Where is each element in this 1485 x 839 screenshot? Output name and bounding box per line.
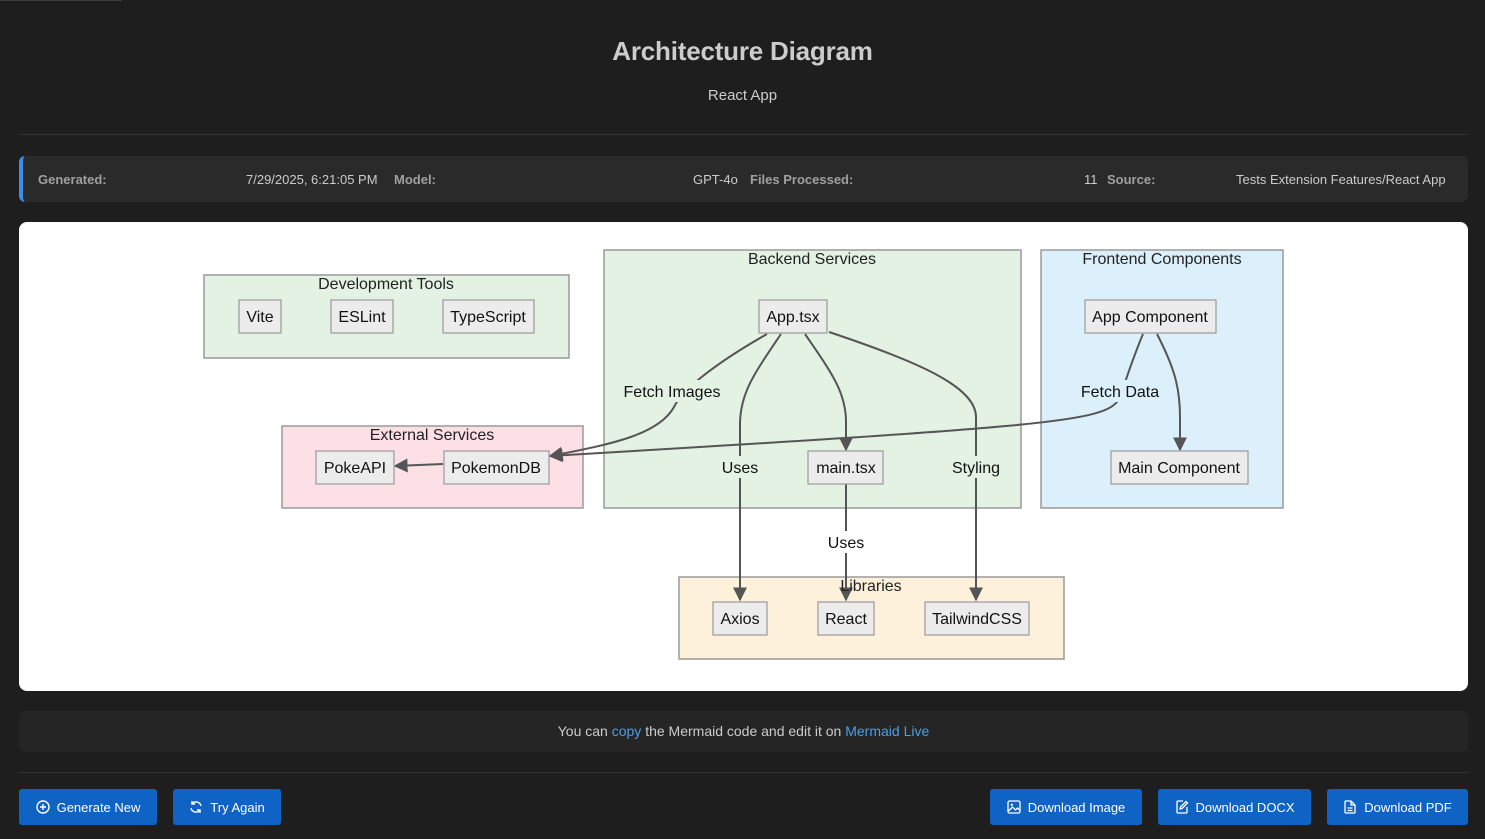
top-divider xyxy=(0,0,122,1)
edge-app-to-tailwind xyxy=(828,331,983,602)
download-pdf-label: Download PDF xyxy=(1364,799,1452,815)
node-main-tsx: main.tsx xyxy=(807,450,884,485)
group-label-backend-services: Backend Services xyxy=(748,251,876,268)
edge-label-styling: Styling xyxy=(952,460,1000,477)
try-again-button[interactable]: Try Again xyxy=(173,789,281,825)
image-icon xyxy=(1007,800,1021,814)
files-processed-value: 11 xyxy=(1084,172,1098,187)
source-label: Source: xyxy=(1107,172,1156,187)
note-middle: the Mermaid code and edit it on xyxy=(645,723,842,739)
page-subtitle: React App xyxy=(707,87,778,104)
diagram-canvas: Development Tools Backend Services Front… xyxy=(19,222,1468,691)
footer-divider xyxy=(19,772,1468,773)
copy-link[interactable]: copy xyxy=(611,723,642,739)
node-eslint: ESLint xyxy=(330,299,394,334)
edge-pokemondb-to-pokeapi xyxy=(393,458,444,473)
files-processed-label: Files Processed: xyxy=(750,172,854,187)
page-header: Architecture Diagram React App xyxy=(0,36,1485,104)
edge-label-uses-react: Uses xyxy=(828,535,864,552)
svg-text:React: React xyxy=(825,611,867,628)
svg-text:PokemonDB: PokemonDB xyxy=(451,460,541,477)
node-vite: Vite xyxy=(238,299,282,334)
edge-app-to-main xyxy=(804,333,853,452)
note-prefix: You can xyxy=(557,723,608,739)
svg-text:Axios: Axios xyxy=(720,611,759,628)
svg-text:TypeScript: TypeScript xyxy=(450,309,526,326)
download-docx-button[interactable]: Download DOCX xyxy=(1158,789,1311,825)
node-pokeapi: PokeAPI xyxy=(315,450,395,485)
svg-text:Main Component: Main Component xyxy=(1118,460,1240,477)
page-title: Architecture Diagram xyxy=(612,36,873,66)
model-value: GPT-4o xyxy=(693,172,738,187)
file-text-icon xyxy=(1344,800,1356,814)
download-docx-label: Download DOCX xyxy=(1195,799,1295,815)
svg-text:PokeAPI: PokeAPI xyxy=(324,460,386,477)
edge-label-uses-axios: Uses xyxy=(722,460,758,477)
node-typescript: TypeScript xyxy=(442,299,535,334)
edge-app-to-pokemondb xyxy=(548,333,768,461)
node-app-tsx: App.tsx xyxy=(758,299,828,334)
group-label-external-services: External Services xyxy=(370,427,495,444)
download-image-label: Download Image xyxy=(1027,799,1126,815)
svg-text:Vite: Vite xyxy=(246,309,273,326)
header-divider xyxy=(19,134,1468,135)
svg-text:main.tsx: main.tsx xyxy=(816,460,876,477)
model-label: Model: xyxy=(394,172,436,187)
group-label-development-tools: Development Tools xyxy=(318,276,454,293)
generated-label: Generated: xyxy=(38,172,107,187)
node-pokemondb: PokemonDB xyxy=(443,450,550,485)
svg-text:ESLint: ESLint xyxy=(338,309,386,326)
download-pdf-button[interactable]: Download PDF xyxy=(1327,789,1468,825)
source-value: Tests Extension Features/React App xyxy=(1236,172,1446,187)
edit-document-icon xyxy=(1175,800,1188,814)
group-label-frontend-components: Frontend Components xyxy=(1082,251,1241,268)
group-label-libraries: Libraries xyxy=(840,578,901,595)
svg-text:TailwindCSS: TailwindCSS xyxy=(932,611,1022,628)
node-tailwindcss: TailwindCSS xyxy=(924,601,1030,636)
mermaid-live-link[interactable]: Mermaid Live xyxy=(845,723,930,739)
refresh-icon xyxy=(190,801,202,813)
generated-value: 7/29/2025, 6:21:05 PM xyxy=(246,172,378,187)
download-image-button[interactable]: Download Image xyxy=(990,789,1142,825)
edge-label-fetch-data: Fetch Data xyxy=(1081,384,1159,401)
plus-circle-icon xyxy=(35,800,50,814)
edge-app-to-axios xyxy=(733,333,782,602)
svg-text:App Component: App Component xyxy=(1092,309,1208,326)
node-axios: Axios xyxy=(712,601,768,636)
node-main-component: Main Component xyxy=(1110,450,1249,485)
architecture-diagram: Development Tools Backend Services Front… xyxy=(203,249,1284,660)
generate-new-button[interactable]: Generate New xyxy=(19,789,157,825)
try-again-label: Try Again xyxy=(210,799,265,815)
edge-label-fetch-images: Fetch Images xyxy=(624,384,721,401)
svg-text:App.tsx: App.tsx xyxy=(766,309,819,326)
node-app-component: App Component xyxy=(1084,299,1217,334)
generate-new-label: Generate New xyxy=(56,799,141,815)
mermaid-note: You can copy the Mermaid code and edit i… xyxy=(19,711,1468,752)
edge-app-component-to-main-component xyxy=(1156,333,1187,452)
metadata-bar: Generated: 7/29/2025, 6:21:05 PM Model: … xyxy=(19,156,1468,202)
node-react: React xyxy=(817,601,875,636)
